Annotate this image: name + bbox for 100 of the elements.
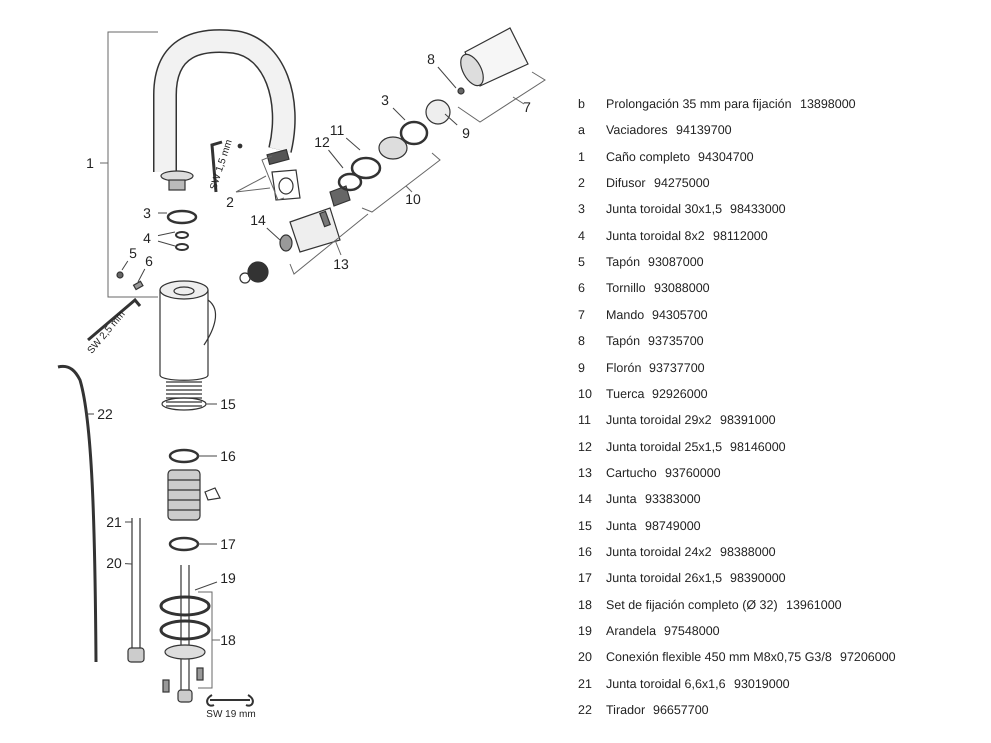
callout-number: 17: [217, 536, 239, 552]
part-description: Junta toroidal 26x1,5: [606, 570, 722, 586]
part-number: 98390000: [730, 570, 786, 586]
part-number: 13961000: [786, 596, 842, 613]
callout-number: 22: [94, 406, 116, 422]
part-description: Junta toroidal 24x2: [606, 544, 712, 560]
part-number: 93383000: [645, 491, 701, 508]
part-number: 93087000: [648, 254, 704, 270]
part-key: 7: [578, 306, 585, 323]
callout-number: 3: [374, 92, 396, 108]
part-number: 97206000: [840, 649, 896, 666]
part-number: 93760000: [665, 464, 721, 481]
part-number: 94139700: [676, 122, 732, 138]
part-number: 98749000: [645, 518, 701, 534]
callout-number: 10: [404, 191, 422, 207]
leader-line: [158, 212, 168, 214]
part-description: Prolongación 35 mm para fijación: [606, 96, 792, 112]
part-number: 93019000: [734, 676, 790, 692]
callout-number: 9: [455, 125, 477, 141]
part-number: 98433000: [730, 201, 786, 218]
leader-line: [194, 582, 218, 590]
part-description: Difusor: [606, 175, 646, 192]
wrench-size-label: SW 19 mm: [206, 709, 256, 721]
part-description: Junta toroidal 25x1,5: [606, 438, 722, 455]
wrench-size-label: SW 2,5 mm: [86, 309, 128, 357]
part-key: 15: [578, 518, 592, 534]
part-description: Junta toroidal 29x2: [606, 412, 712, 428]
part-description: Caño completo: [606, 148, 690, 165]
leader-line: [392, 108, 406, 120]
part-number: 93088000: [654, 280, 710, 296]
leader-line: [124, 563, 132, 564]
part-number: 96657700: [653, 702, 709, 718]
part-key: 21: [578, 676, 592, 692]
part-description: Junta: [606, 491, 637, 508]
leader-line: [328, 150, 344, 168]
part-key: 22: [578, 702, 592, 718]
part-number: 97548000: [664, 623, 720, 639]
part-description: Vaciadores: [606, 122, 668, 138]
callout-number: 4: [136, 230, 158, 246]
part-key: 16: [578, 544, 592, 560]
part-key: 1: [578, 148, 585, 165]
callout-number: 15: [217, 396, 239, 412]
part-key: 9: [578, 360, 585, 376]
part-key: 6: [578, 280, 585, 296]
part-description: Tornillo: [606, 280, 646, 296]
leader-line: [444, 114, 458, 126]
part-key: 4: [578, 228, 585, 244]
part-key: 18: [578, 596, 592, 613]
leader-line: [122, 260, 128, 270]
part-key: 19: [578, 623, 592, 639]
part-key: 13: [578, 464, 592, 481]
part-description: Arandela: [606, 623, 656, 639]
leader-line: [138, 268, 146, 282]
callout-number: 21: [103, 514, 125, 530]
part-number: 98112000: [713, 228, 768, 244]
callout-number: 3: [136, 205, 158, 221]
part-number: 94275000: [654, 175, 710, 192]
part-key: 10: [578, 386, 592, 402]
part-number: 94305700: [652, 306, 708, 323]
part-description: Tapón: [606, 254, 640, 270]
leader-line: [437, 66, 456, 88]
part-number: 98146000: [730, 438, 786, 455]
wrench-size-label: SW 1,5 mm: [208, 138, 236, 192]
callout-number: 19: [217, 570, 239, 586]
part-description: Conexión flexible 450 mm M8x0,75 G3/8: [606, 649, 832, 666]
part-number: 93735700: [648, 333, 704, 350]
callout-number: 7: [522, 99, 532, 115]
part-key: 11: [578, 412, 591, 428]
leader-line: [158, 240, 176, 246]
part-description: Junta toroidal 30x1,5: [606, 201, 722, 218]
part-description: Junta: [606, 518, 637, 534]
callout-number: 18: [219, 632, 237, 648]
part-description: Tuerca: [606, 386, 644, 402]
callout-number: 14: [247, 212, 269, 228]
part-number: 93737700: [649, 360, 705, 376]
part-key: b: [578, 96, 585, 112]
leader-line: [158, 232, 176, 236]
callout-number: 13: [332, 256, 350, 272]
part-key: 20: [578, 649, 592, 666]
part-description: Florón: [606, 360, 642, 376]
part-key: 3: [578, 201, 585, 218]
callout-number: 20: [103, 555, 125, 571]
part-description: Set de fijación completo (Ø 32): [606, 596, 778, 613]
part-key: 12: [578, 438, 592, 455]
part-key: 2: [578, 175, 585, 192]
part-key: 17: [578, 570, 592, 586]
part-description: Tapón: [606, 333, 640, 350]
part-description: Cartucho: [606, 464, 657, 481]
part-number: 98388000: [720, 544, 776, 560]
callout-number: 8: [420, 51, 442, 67]
callout-number: 2: [225, 194, 235, 210]
part-number: 92926000: [652, 386, 708, 402]
part-number: 94304700: [698, 148, 754, 165]
part-number: 98391000: [720, 412, 776, 428]
leader-line: [346, 138, 360, 150]
part-description: Junta toroidal 6,6x1,6: [606, 676, 726, 692]
part-key: 14: [578, 491, 592, 508]
leader-line: [266, 228, 280, 240]
part-description: Mando: [606, 306, 644, 323]
part-key: 5: [578, 254, 585, 270]
